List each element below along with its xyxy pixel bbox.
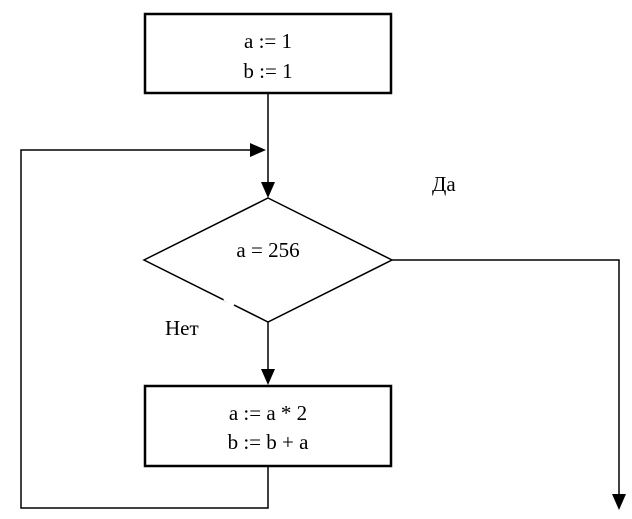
diamond-gap <box>223 297 235 307</box>
init-process-box: a := 1 b := 1 <box>143 12 393 95</box>
arrowhead-down-condition-icon <box>261 182 275 198</box>
body-process-box: a := a * 2 b := b + a <box>143 384 393 468</box>
arrowhead-down-exit-icon <box>612 494 626 510</box>
arrowhead-right-loop-icon <box>250 143 266 157</box>
condition-decision: a = 256 <box>142 197 394 323</box>
edge-loop-back <box>20 149 269 509</box>
yes-label: Да <box>432 172 456 196</box>
body-line-1: a := a * 2 <box>229 401 307 425</box>
no-label: Нет <box>165 316 199 340</box>
body-line-2: b := b + a <box>228 430 310 454</box>
condition-text: a = 256 <box>236 238 299 262</box>
init-line-1: a := 1 <box>244 29 292 53</box>
init-line-2: b := 1 <box>243 59 292 83</box>
arrowhead-down-body-icon <box>261 369 275 385</box>
edge-condition-to-exit <box>392 259 620 494</box>
